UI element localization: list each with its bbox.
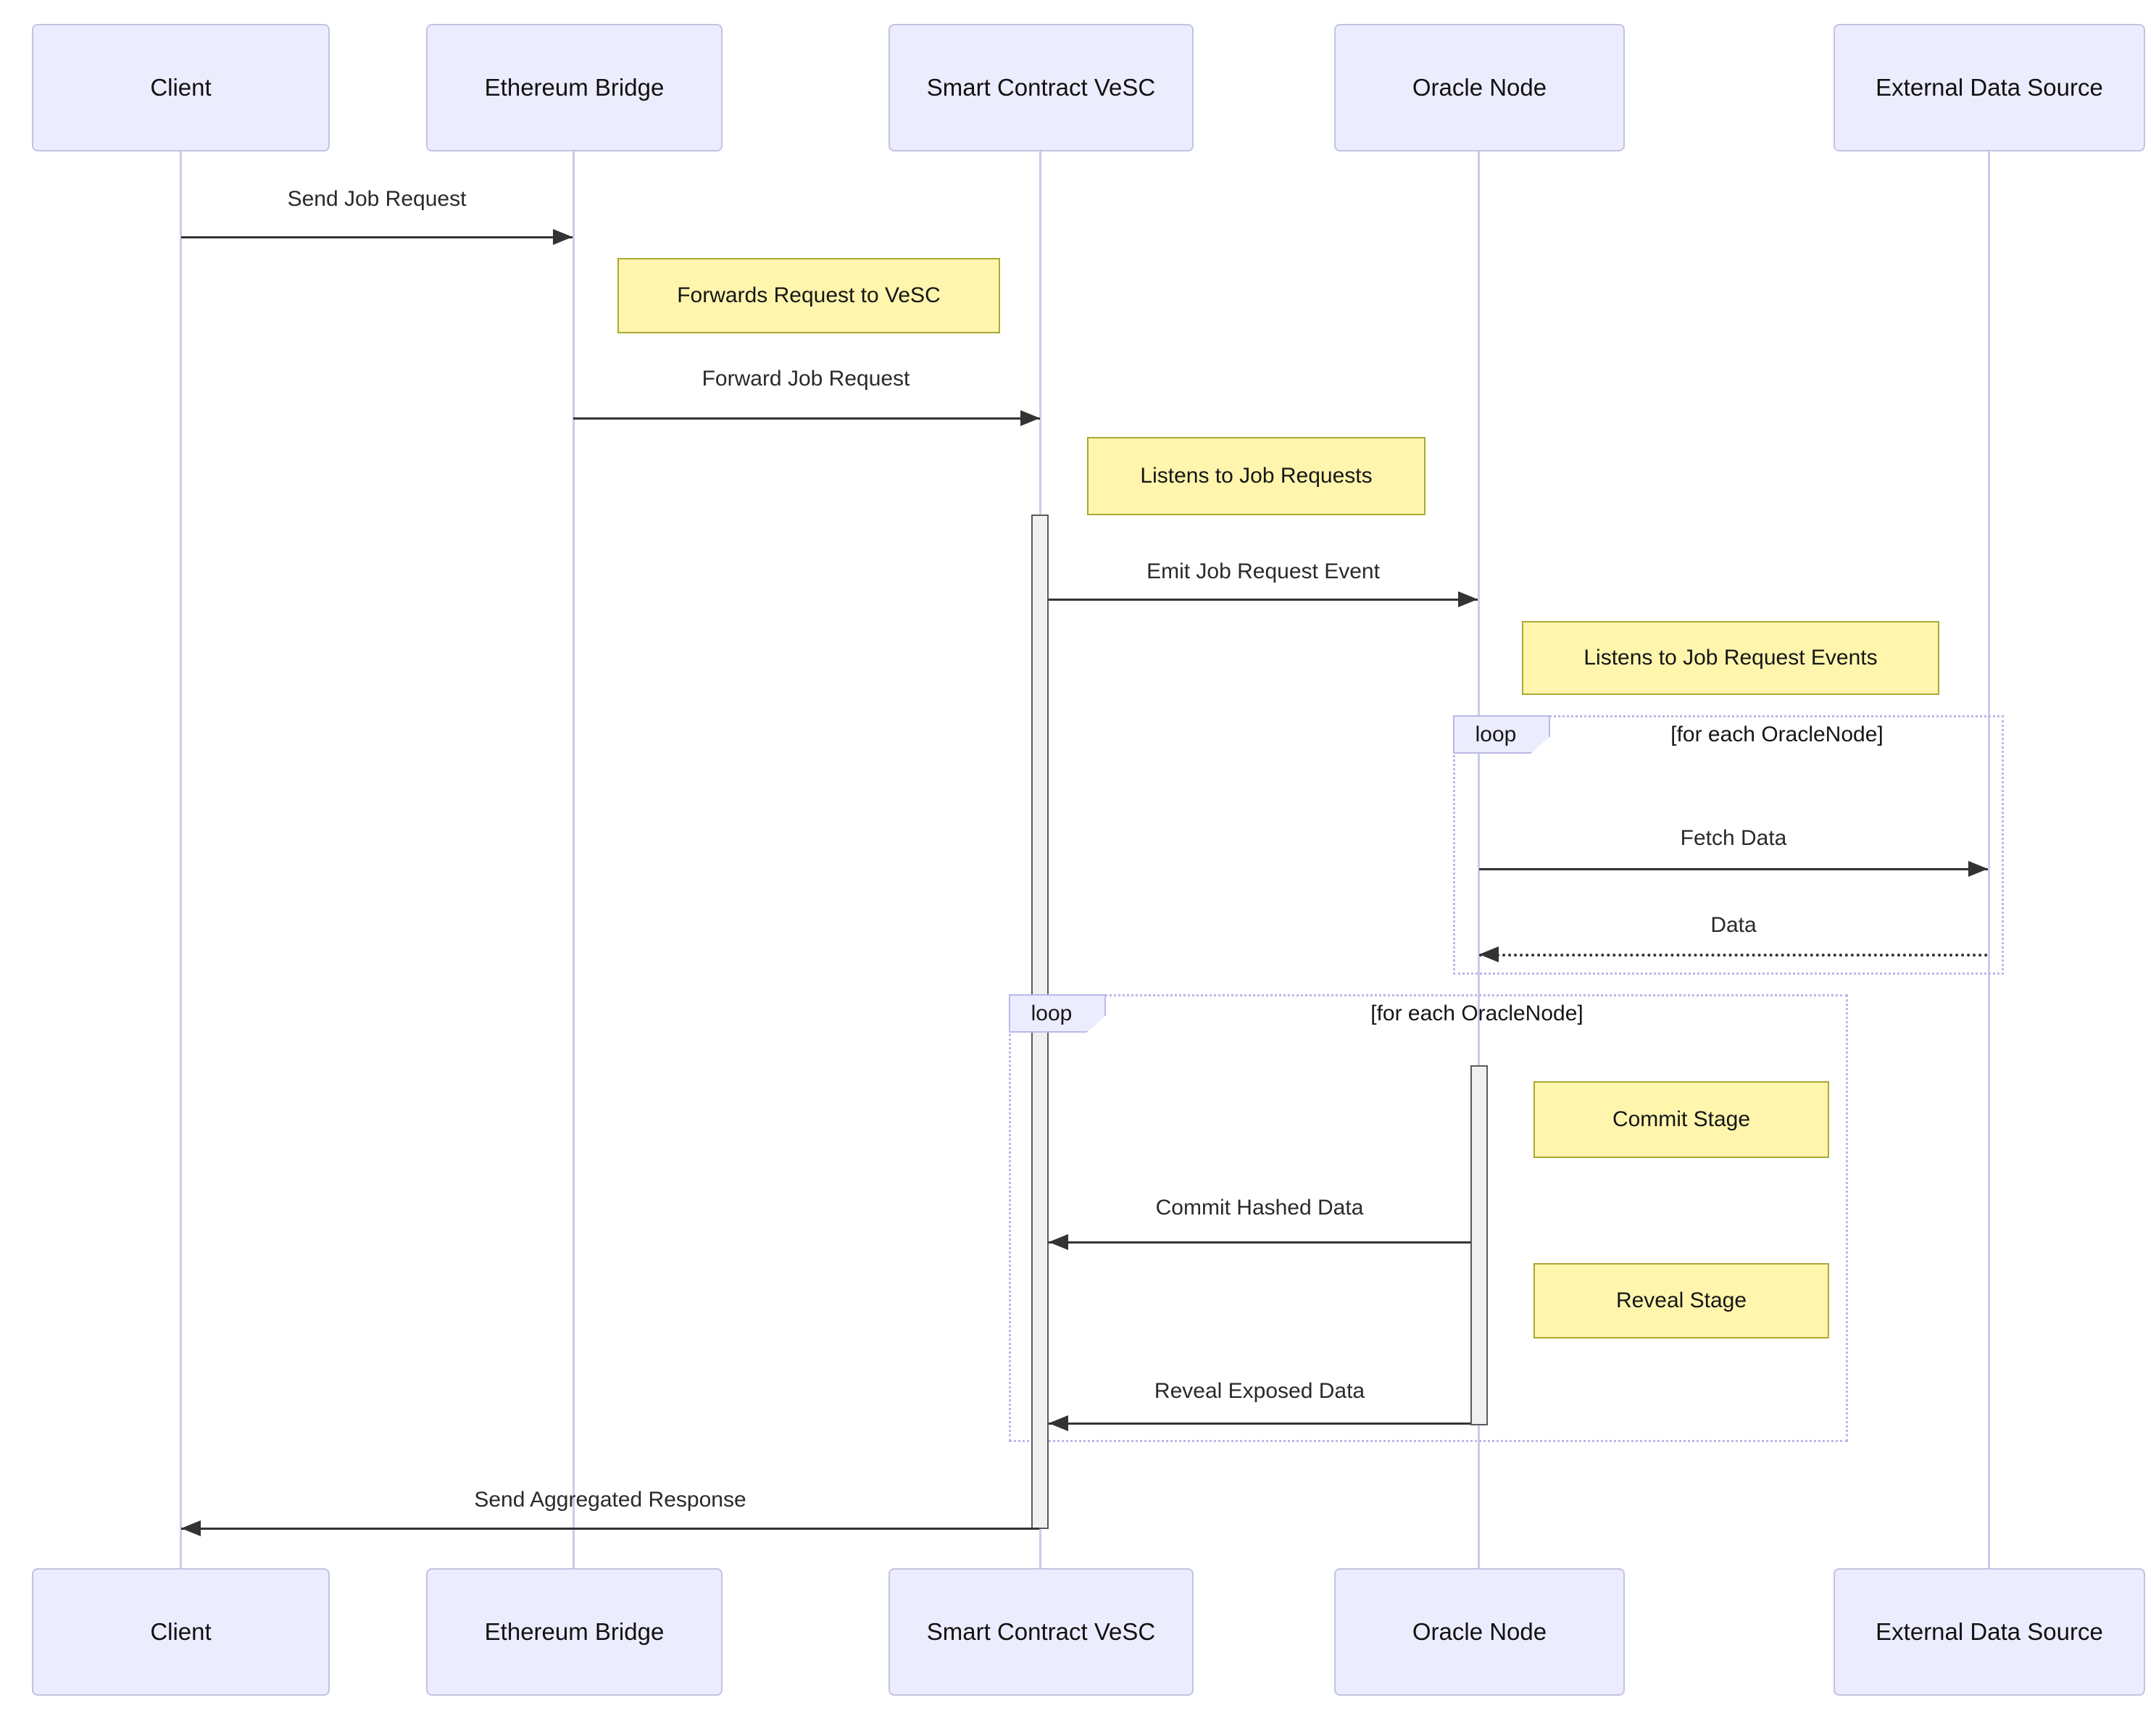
actor-top-ethereum-bridge: Ethereum Bridge — [426, 24, 723, 151]
loop-2-frame — [1009, 994, 1848, 1442]
lifeline-client — [180, 151, 182, 1568]
message-emit-job-request-event-line — [1049, 599, 1478, 601]
message-forward-job-request-line — [573, 417, 1040, 420]
message-data-line — [1479, 954, 1988, 957]
arrowhead-left-icon — [181, 1520, 201, 1536]
message-data-label: Data — [1710, 913, 1757, 937]
lifeline-oracle-node — [1478, 151, 1480, 1568]
actor-top-client: Client — [32, 24, 330, 151]
message-send-aggregated-response-label: Send Aggregated Response — [474, 1488, 746, 1512]
actor-top-external-data-source: External Data Source — [1834, 24, 2145, 151]
arrowhead-right-icon — [1458, 591, 1478, 607]
actor-bottom-oracle-node: Oracle Node — [1334, 1568, 1625, 1696]
actor-top-oracle-node: Oracle Node — [1334, 24, 1625, 151]
message-reveal-exposed-data-label: Reveal Exposed Data — [1154, 1379, 1365, 1403]
note-listens-to-job-request-events: Listens to Job Request Events — [1522, 621, 1939, 695]
actor-bottom-external-data-source: External Data Source — [1834, 1568, 2145, 1696]
lifeline-external-data-source — [1988, 151, 1990, 1568]
actor-bottom-ethereum-bridge: Ethereum Bridge — [426, 1568, 723, 1696]
actor-bottom-client: Client — [32, 1568, 330, 1696]
loop-2-condition: [for each OracleNode] — [1370, 1001, 1583, 1025]
arrowhead-right-icon — [1020, 410, 1040, 426]
arrowhead-right-icon — [1968, 861, 1988, 877]
loop-1-label: loop — [1453, 715, 1550, 754]
message-commit-hashed-data-label: Commit Hashed Data — [1155, 1196, 1364, 1220]
message-fetch-data-label: Fetch Data — [1680, 826, 1787, 850]
note-commit-stage: Commit Stage — [1533, 1081, 1829, 1158]
message-emit-job-request-event-label: Emit Job Request Event — [1146, 559, 1380, 583]
note-forwards-request-to-vesc: Forwards Request to VeSC — [617, 258, 1000, 333]
message-fetch-data-line — [1479, 868, 1988, 870]
message-reveal-exposed-data-line — [1049, 1423, 1470, 1425]
arrowhead-left-icon — [1479, 946, 1499, 962]
activation-oracle-node — [1470, 1065, 1488, 1425]
arrowhead-right-icon — [553, 229, 573, 245]
message-send-job-request-label: Send Job Request — [287, 187, 467, 211]
message-send-job-request-line — [181, 236, 573, 238]
message-commit-hashed-data-line — [1049, 1241, 1470, 1244]
note-reveal-stage: Reveal Stage — [1533, 1263, 1829, 1338]
loop-1-frame — [1453, 715, 2004, 975]
lifeline-ethereum-bridge — [573, 151, 575, 1568]
actor-bottom-smart-contract-vesc: Smart Contract VeSC — [888, 1568, 1194, 1696]
note-listens-to-job-requests: Listens to Job Requests — [1087, 437, 1425, 515]
arrowhead-left-icon — [1049, 1234, 1068, 1250]
arrowhead-left-icon — [1049, 1415, 1068, 1431]
loop-2-label: loop — [1009, 994, 1106, 1033]
message-send-aggregated-response-line — [181, 1528, 1039, 1530]
loop-1-condition: [for each OracleNode] — [1670, 722, 1884, 746]
actor-top-smart-contract-vesc: Smart Contract VeSC — [888, 24, 1194, 151]
message-forward-job-request-label: Forward Job Request — [702, 367, 910, 391]
